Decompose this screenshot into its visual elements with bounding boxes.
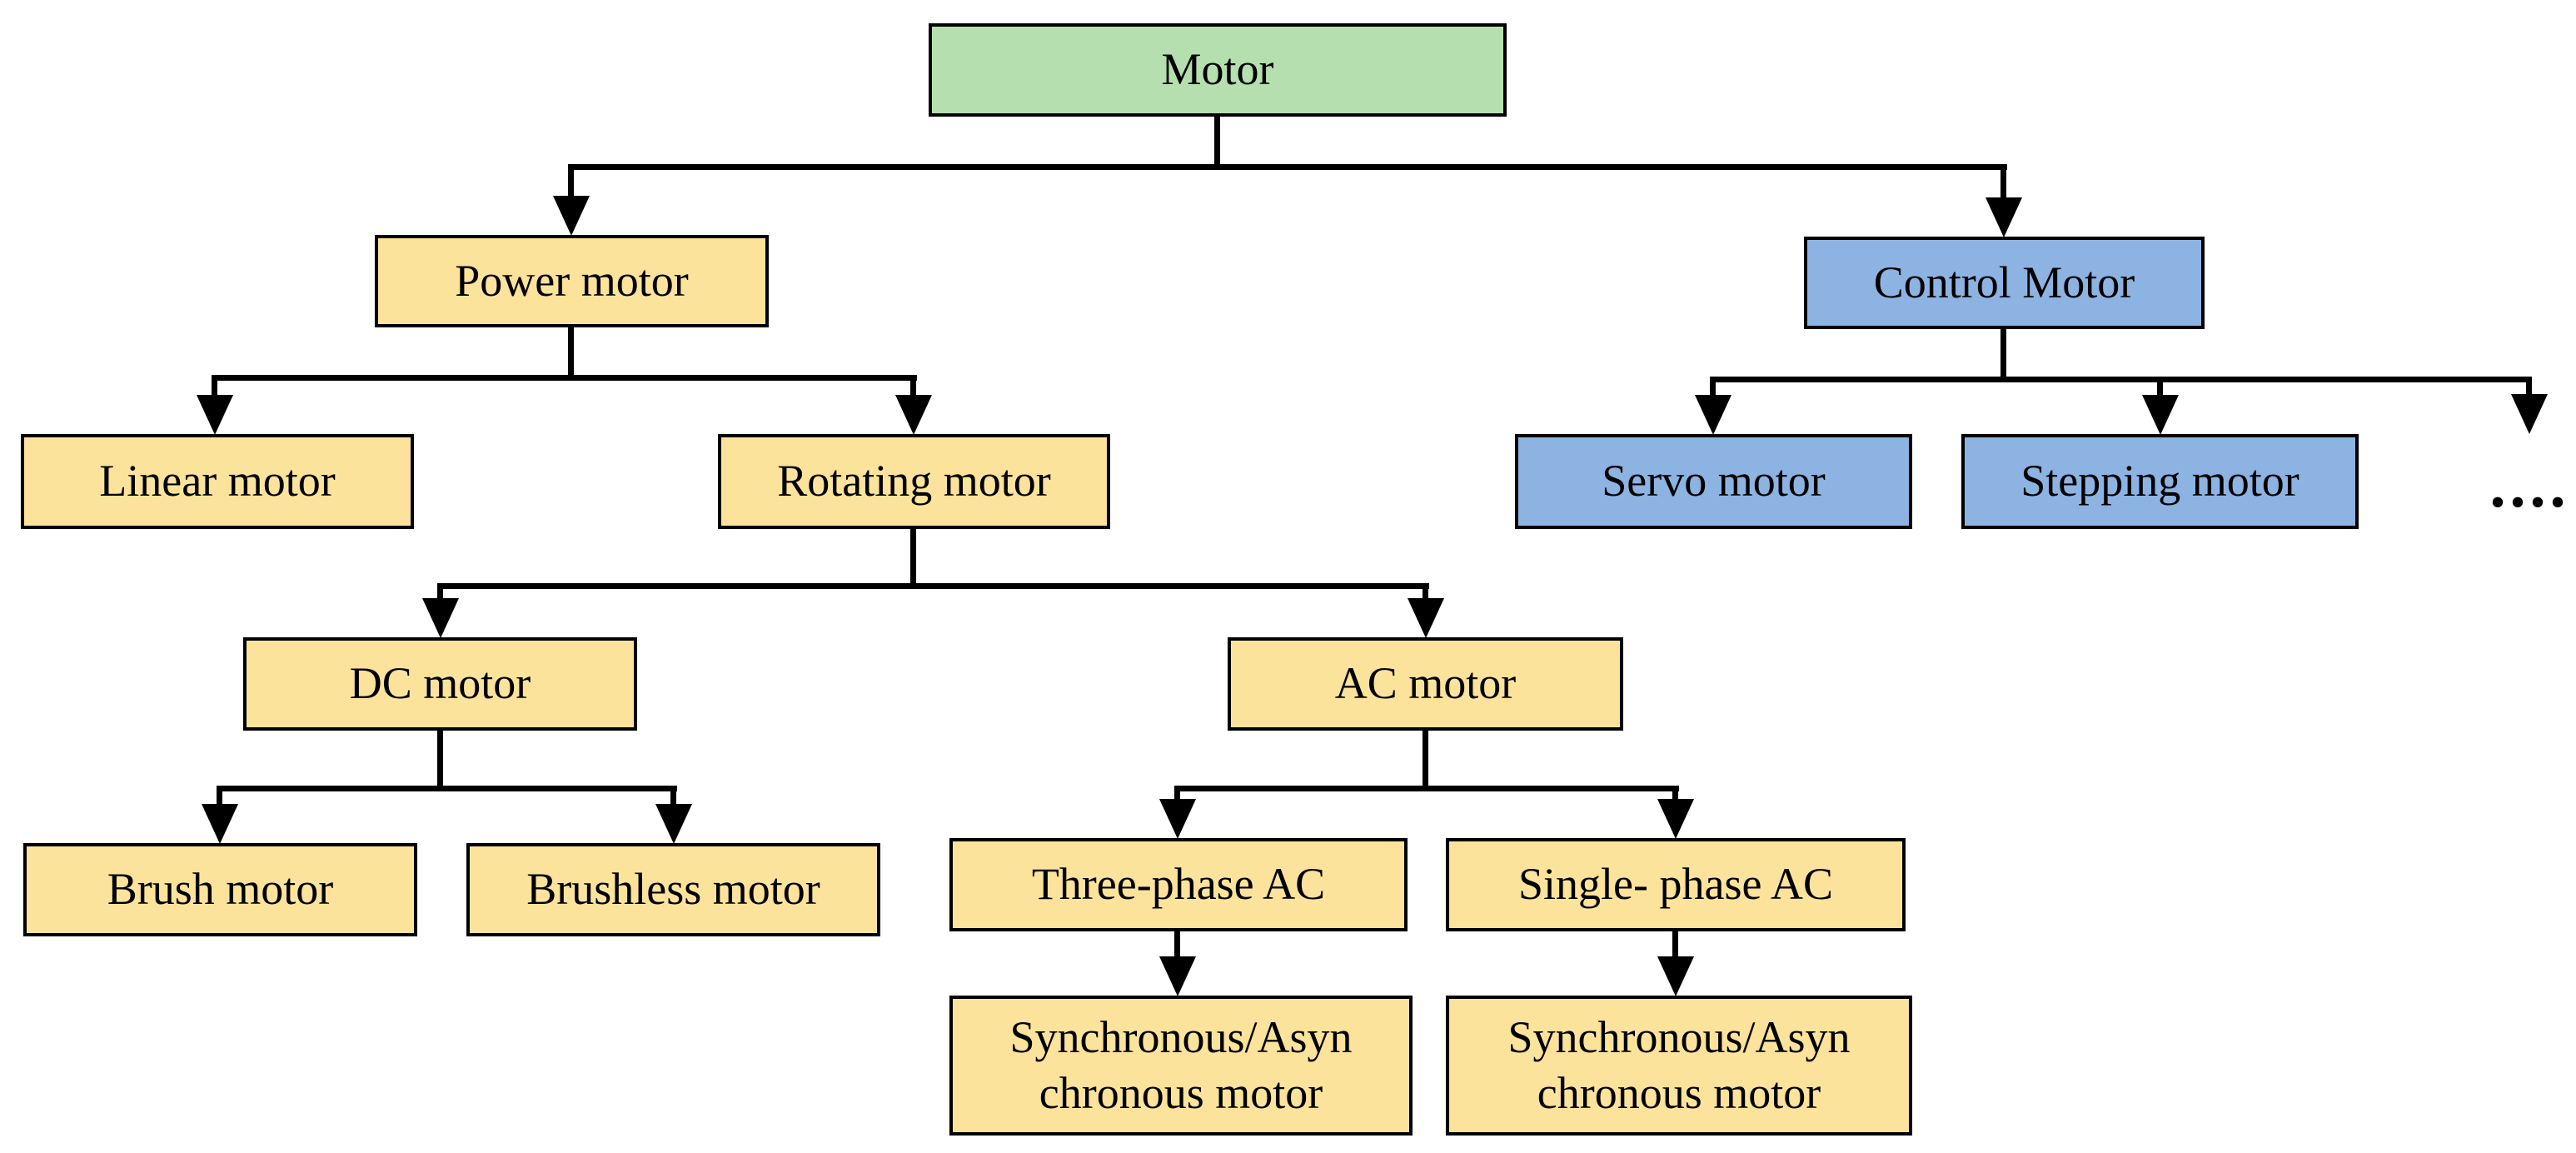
node-power-motor-label: Power motor (455, 255, 689, 306)
arrowhead-to-brush (202, 804, 238, 844)
node-linear-motor: Linear motor (21, 434, 414, 529)
connector-power-stub (568, 327, 574, 381)
node-stepping-motor-label: Stepping motor (2020, 456, 2299, 507)
connector-rail-rotating-children (437, 583, 1429, 589)
arrow-line-to-power (568, 164, 574, 197)
node-linear-motor-label: Linear motor (99, 456, 336, 507)
arrow-line-to-ellipsis (2526, 377, 2532, 397)
node-three-phase-ac: Three-phase AC (949, 838, 1408, 931)
node-ac-motor-label: AC motor (1334, 658, 1517, 709)
arrow-line-to-sync-right (1672, 930, 1678, 957)
arrowhead-to-stepping (2142, 395, 2179, 435)
arrow-line-to-stepping (2157, 377, 2163, 397)
node-single-phase-ac-label: Single- phase AC (1518, 859, 1833, 910)
arrow-line-to-brushless (670, 786, 676, 805)
arrow-line-to-linear (212, 375, 217, 397)
node-rotating-motor-label: Rotating motor (777, 456, 1051, 507)
node-servo-motor-label: Servo motor (1602, 456, 1826, 507)
arrowhead-to-control (1986, 197, 2022, 237)
node-ac-motor: AC motor (1228, 637, 1623, 731)
arrowhead-to-linear (197, 395, 233, 435)
node-motor: Motor (929, 23, 1507, 117)
arrowhead-to-servo (1695, 395, 1731, 435)
arrow-line-to-control (2001, 164, 2006, 199)
connector-rotating-stub (910, 529, 916, 589)
node-motor-label: Motor (1161, 44, 1274, 95)
node-sync-async-motor-left-label: Synchronous/Asyn chronous motor (1009, 1010, 1352, 1122)
node-brush-motor: Brush motor (23, 843, 417, 936)
node-sync-async-motor-right-label: Synchronous/Asyn chronous motor (1507, 1010, 1850, 1122)
arrowhead-to-single-phase (1657, 799, 1694, 839)
node-power-motor: Power motor (375, 235, 769, 327)
sync-left-line2: chronous motor (1039, 1068, 1323, 1118)
arrow-line-to-dc (437, 583, 443, 600)
node-sync-async-motor-right: Synchronous/Asyn chronous motor (1446, 996, 1912, 1136)
arrowhead-to-sync-right (1657, 956, 1694, 996)
ellipsis-more-types: .... (2489, 451, 2570, 521)
connector-rail-dc-children (217, 786, 677, 791)
connector-dc-stub (437, 731, 443, 791)
arrowhead-to-power (553, 196, 590, 236)
arrow-line-to-rotating (910, 375, 916, 397)
arrow-line-to-sync-left (1174, 930, 1180, 957)
node-brushless-motor: Brushless motor (466, 843, 880, 936)
connector-ac-stub (1423, 731, 1428, 791)
arrowhead-to-three-phase (1159, 799, 1196, 839)
node-stepping-motor: Stepping motor (1961, 434, 2359, 529)
connector-rail-ac-children (1174, 786, 1679, 791)
sync-left-line1: Synchronous/Asyn (1009, 1011, 1353, 1062)
node-sync-async-motor-left: Synchronous/Asyn chronous motor (949, 996, 1413, 1136)
node-brushless-motor-label: Brushless motor (526, 864, 820, 915)
arrowhead-to-dc (422, 598, 459, 638)
arrow-line-to-three-phase (1174, 786, 1180, 800)
node-rotating-motor: Rotating motor (718, 434, 1110, 529)
arrow-line-to-brush (217, 786, 222, 805)
node-control-motor: Control Motor (1804, 237, 2205, 329)
arrow-line-to-single-phase (1672, 786, 1678, 800)
connector-motor-stub (1214, 117, 1220, 170)
node-three-phase-ac-label: Three-phase AC (1031, 859, 1326, 910)
node-control-motor-label: Control Motor (1873, 257, 2135, 307)
arrow-line-to-servo (1710, 377, 1716, 397)
node-dc-motor-label: DC motor (349, 658, 531, 709)
arrowhead-to-ellipsis (2511, 394, 2548, 434)
connector-rail-control-children (1710, 377, 2532, 382)
arrowhead-to-sync-left (1159, 956, 1196, 996)
sync-right-line1: Synchronous/Asyn (1507, 1011, 1851, 1062)
node-brush-motor-label: Brush motor (107, 864, 334, 915)
node-single-phase-ac: Single- phase AC (1446, 838, 1906, 931)
arrowhead-to-brushless (655, 804, 692, 844)
sync-right-line2: chronous motor (1537, 1068, 1821, 1118)
connector-rail-power-children (212, 375, 917, 381)
arrowhead-to-ac (1408, 598, 1444, 638)
connector-control-stub (2001, 329, 2006, 382)
arrow-line-to-ac (1423, 583, 1428, 600)
arrowhead-to-rotating (895, 395, 932, 435)
node-servo-motor: Servo motor (1515, 434, 1912, 529)
node-dc-motor: DC motor (243, 637, 637, 731)
connector-rail-level2 (568, 164, 2007, 170)
